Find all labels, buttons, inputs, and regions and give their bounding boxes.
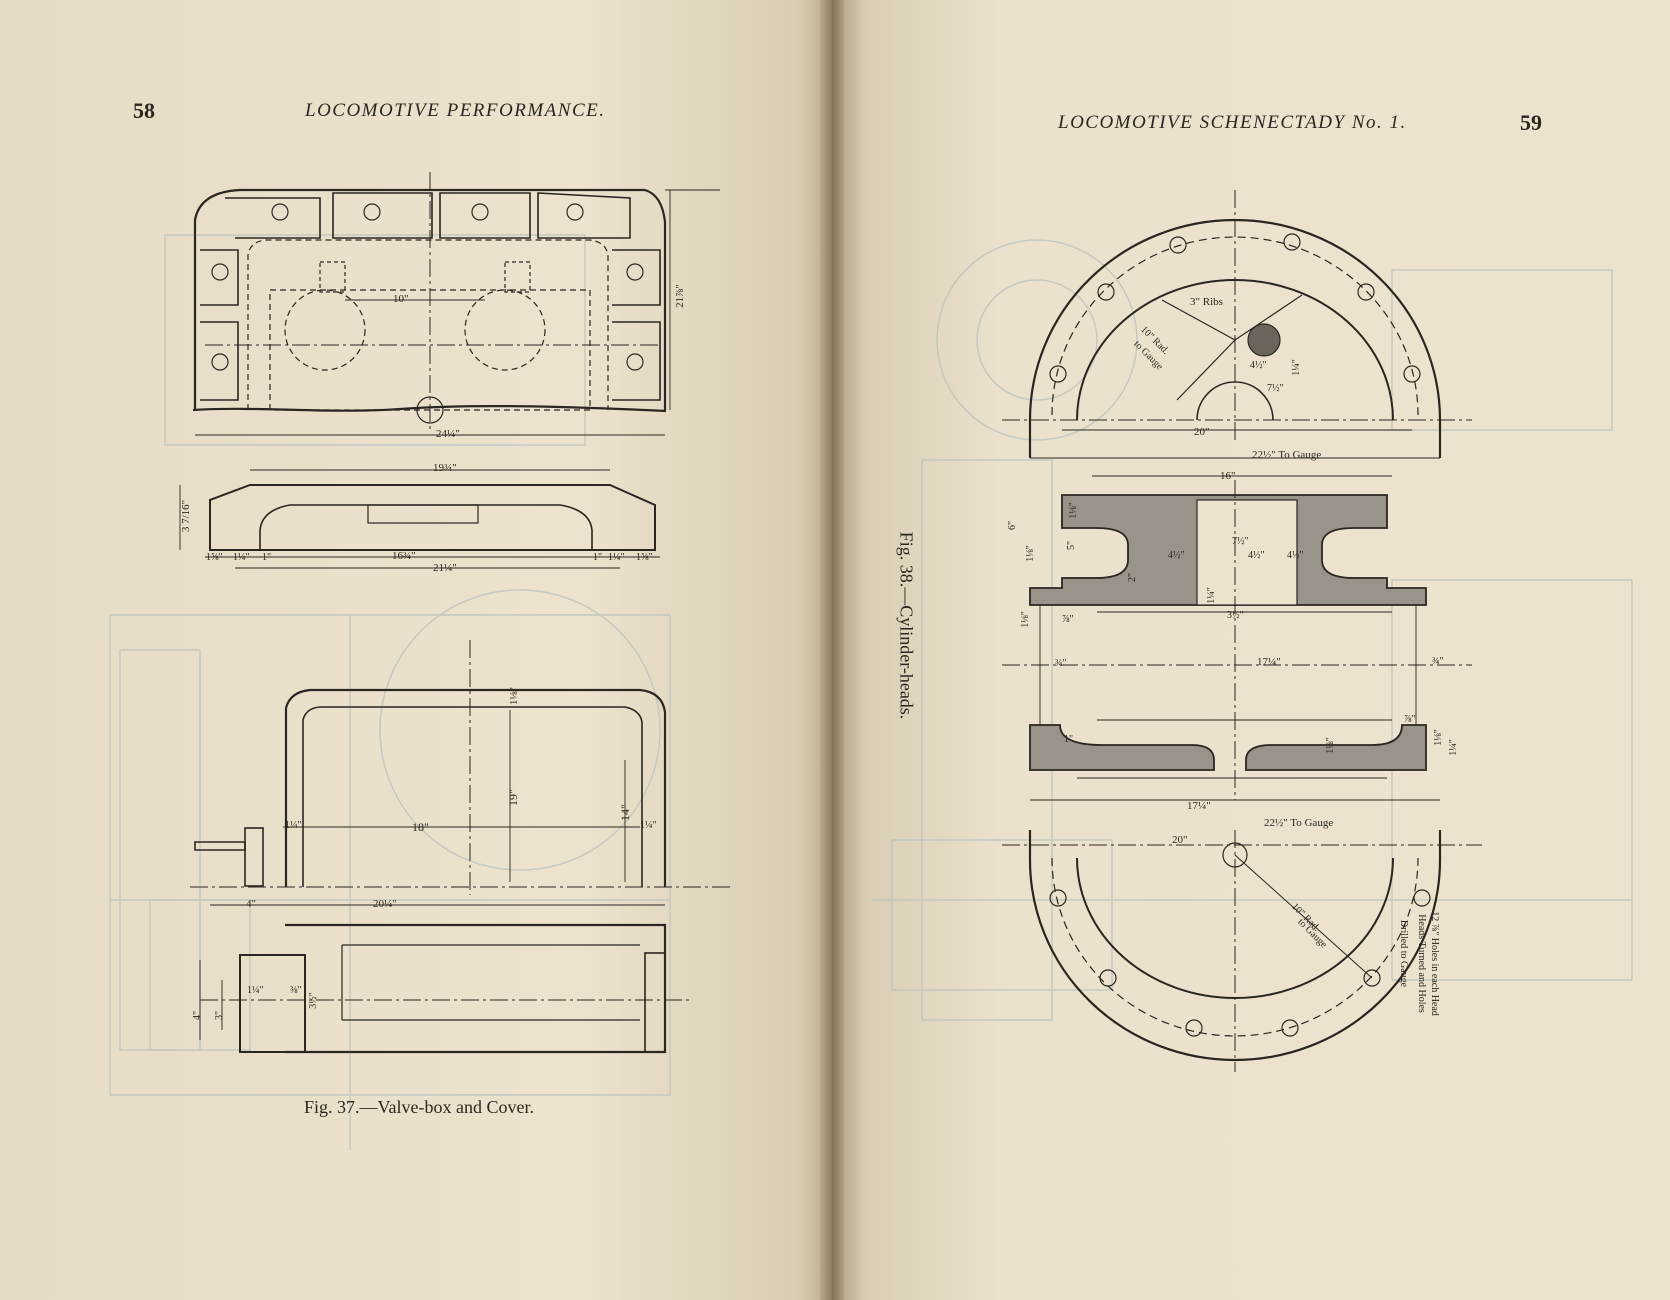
dim-label: 5": [1066, 540, 1078, 551]
figure-caption: Fig. 38.—Cylinder-heads.: [896, 531, 917, 720]
dim-label: 20": [1194, 426, 1210, 438]
dim-label: 1¼": [233, 552, 250, 563]
dim-label: 20¼": [373, 898, 397, 910]
plan-section: [199, 923, 690, 1054]
dim-label: 1¼": [1205, 587, 1217, 604]
dim-label: 1¼": [608, 552, 625, 563]
dim-label: 10": [393, 293, 409, 305]
dim-label: 1¼": [640, 820, 657, 831]
cover-section: [179, 469, 660, 569]
dim-label: 1⅛": [1432, 729, 1444, 746]
ghost-show-through: [109, 234, 671, 1150]
dim-label: 4": [246, 898, 256, 910]
dim-label: 16": [1220, 470, 1236, 482]
right-page: LOCOMOTIVE SCHENECTADY No. 1. 59: [832, 0, 1670, 1300]
dim-label: 17¼": [1257, 656, 1281, 668]
dim-label: 1⅛": [1067, 502, 1079, 519]
dim-label: Heads Turned and Holes: [1415, 914, 1427, 1013]
ghost-show-through: [872, 239, 1633, 1021]
dim-label: 1¼": [285, 820, 302, 831]
dim-label: 21¼": [433, 562, 457, 574]
dim-label: ⅞": [1404, 714, 1416, 725]
dim-label: 19¾": [433, 462, 457, 474]
dim-label: 1⅝": [206, 552, 223, 563]
dim-label: 3½": [307, 992, 319, 1009]
cylinder-head-section: [1002, 475, 1472, 800]
dim-label: 1": [1064, 734, 1074, 745]
dim-label: 20": [1172, 834, 1188, 846]
dim-label: Drilled to Gauge: [1398, 919, 1410, 988]
dim-label: 1⅛": [508, 686, 521, 706]
dim-label: 1¼": [1447, 739, 1459, 756]
dim-label: 3½": [1227, 610, 1244, 621]
dim-label: 12 ⅞" Holes in each Head: [1428, 911, 1440, 1016]
dim-label: 16¾": [392, 550, 416, 562]
dim-label: ¾": [1055, 658, 1067, 669]
dim-label: 21⅞": [673, 284, 686, 308]
dim-label: 1¼": [247, 985, 264, 996]
dim-label: 4½": [1168, 550, 1185, 561]
dim-label: 7½": [1232, 536, 1249, 547]
left-page: 58 LOCOMOTIVE PERFORMANCE.: [0, 0, 832, 1300]
cylinder-heads-drawing: [872, 190, 1633, 1072]
dim-label: 3" Ribs: [1190, 296, 1223, 308]
dim-label: 24¼": [436, 428, 460, 440]
top-head-view: [1002, 190, 1472, 459]
dim-label: ¾": [1432, 656, 1444, 667]
dim-label: 1": [593, 552, 603, 563]
page-number: 58: [133, 98, 155, 123]
side-elevation: [190, 640, 730, 906]
dim-label: 2": [1127, 572, 1139, 583]
dim-label: 1⅛": [1019, 611, 1031, 628]
bottom-head-view: [1002, 799, 1482, 1072]
dim-label: 17¼": [1187, 800, 1211, 812]
page-number: 59: [1520, 110, 1542, 135]
dim-label: 3": [214, 1010, 226, 1021]
dim-label: 1⅛": [1324, 737, 1336, 754]
dim-label: 14": [617, 804, 632, 821]
dim-label: 18": [412, 820, 429, 834]
dim-label: 1⅝": [636, 552, 653, 563]
dim-label: 7½": [1267, 383, 1284, 394]
dim-label: 4½": [1248, 550, 1265, 561]
dim-label: 6": [1007, 520, 1019, 531]
dim-label: ⅜": [290, 985, 302, 996]
dim-label: 4": [192, 1010, 204, 1021]
dim-label: 4½": [1250, 360, 1267, 371]
figure-caption: Fig. 37.—Valve-box and Cover.: [304, 1097, 534, 1117]
dim-label: 19": [505, 789, 520, 806]
dim-label: 1⅛": [1024, 545, 1036, 562]
dim-label: 1¼": [1290, 359, 1302, 376]
valve-box-drawing: [109, 172, 730, 1150]
dim-label: 22½" To Gauge: [1264, 817, 1334, 829]
dim-label: 3 7/16": [180, 499, 193, 533]
dim-label: 1": [262, 552, 272, 563]
dim-label: ⅞": [1062, 614, 1074, 625]
book-gutter: [820, 0, 844, 1300]
dim-label: 22½" To Gauge: [1252, 449, 1322, 461]
dim-label: 4½": [1287, 550, 1304, 561]
running-head: LOCOMOTIVE SCHENECTADY No. 1.: [1058, 112, 1407, 133]
valve-box-top-view: [192, 172, 720, 436]
running-head: LOCOMOTIVE PERFORMANCE.: [305, 100, 606, 121]
